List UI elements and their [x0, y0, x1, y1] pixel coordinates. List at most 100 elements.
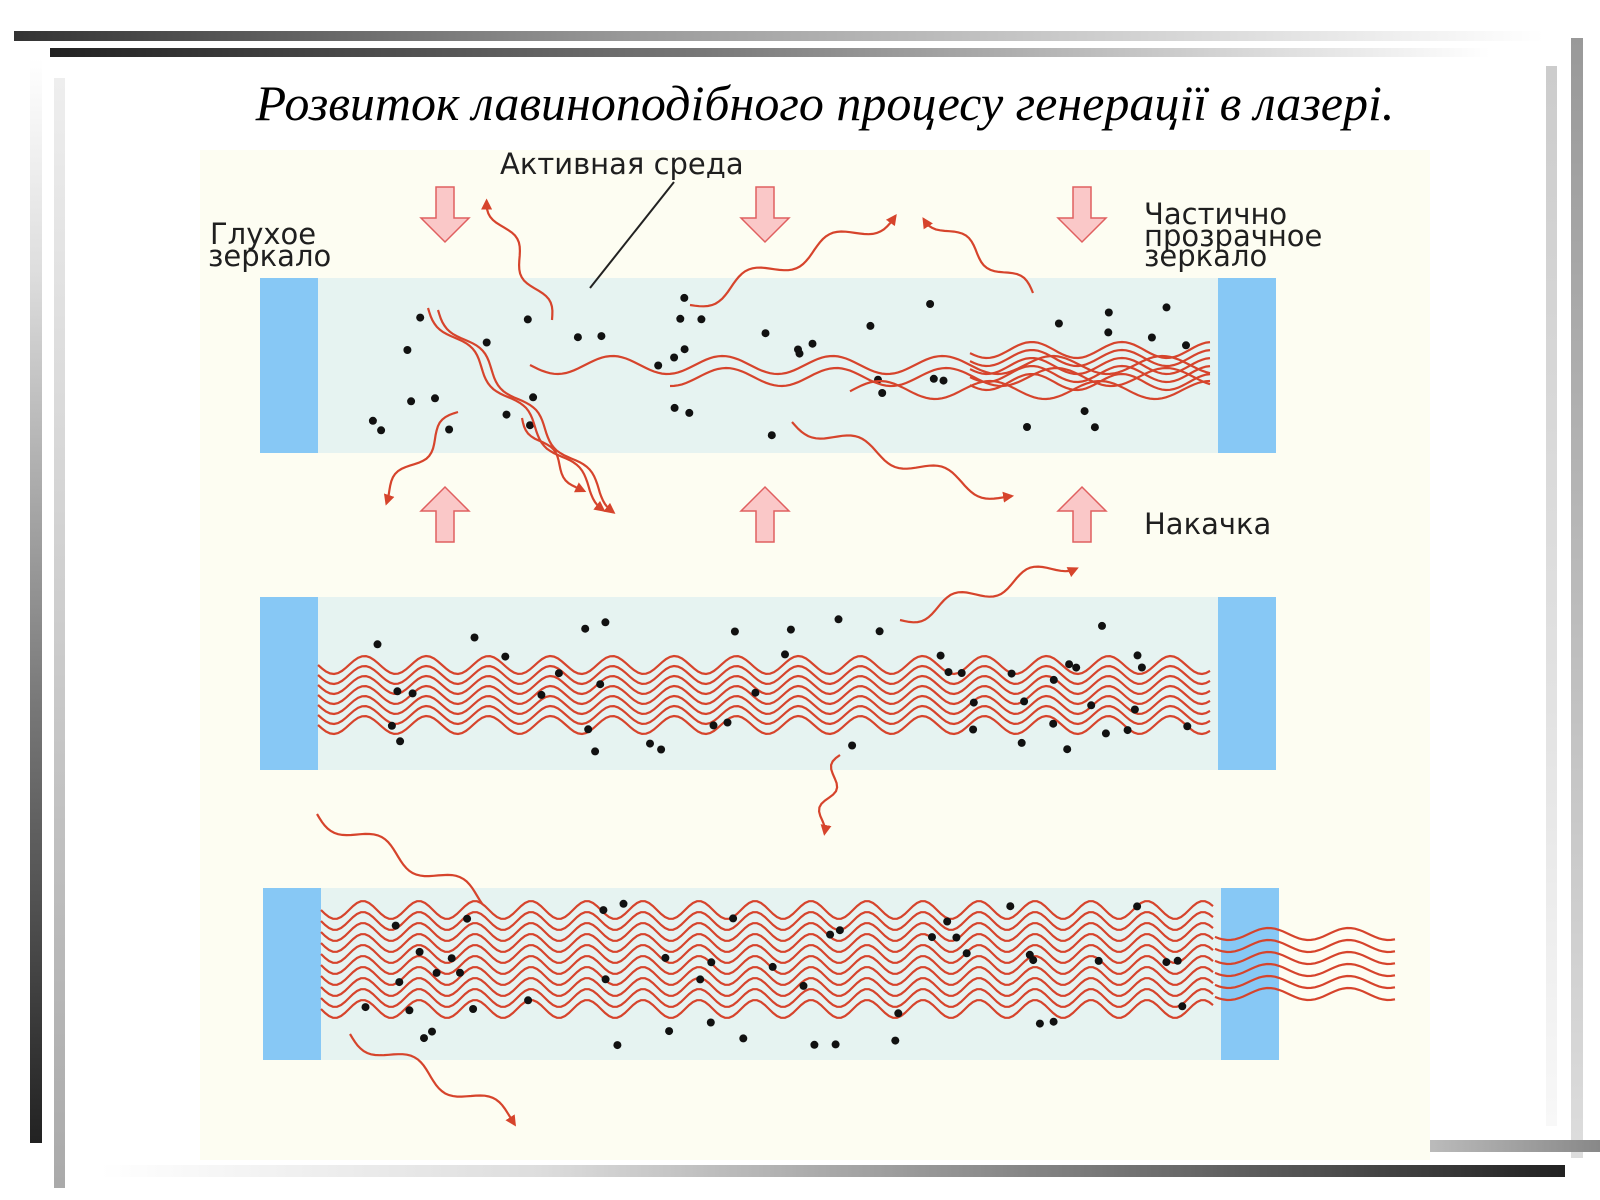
photon-wave-icon — [320, 922, 1214, 942]
photon-wave-icon — [1214, 974, 1396, 990]
atom-dot-icon — [1130, 705, 1139, 714]
photon-wave-icon — [817, 754, 841, 836]
atom-dot-icon — [601, 618, 610, 627]
photon-wave-icon — [320, 944, 1214, 964]
decor-bar-right-inner — [1546, 66, 1557, 1126]
photon-wave-icon — [320, 999, 1214, 1019]
atom-dot-icon — [428, 1027, 436, 1036]
atom-dot-icon — [601, 975, 610, 984]
atom-dot-icon — [1072, 663, 1081, 672]
atom-dot-icon — [1049, 675, 1058, 684]
atom-dot-icon — [1087, 701, 1096, 710]
decor-bar-bottom-right — [1430, 1140, 1600, 1152]
atom-dot-icon — [445, 425, 454, 434]
atom-dot-icon — [537, 690, 546, 699]
atom-dot-icon — [696, 975, 705, 984]
atom-dot-icon — [751, 688, 760, 697]
pump-arrow-icon — [739, 186, 791, 244]
atom-dot-icon — [962, 949, 971, 958]
photon-wave-icon — [520, 417, 587, 493]
atom-dot-icon — [1133, 902, 1142, 911]
label-pump: Накачка — [1144, 507, 1271, 541]
photon-wave-icon — [899, 565, 1079, 624]
atom-dot-icon — [524, 996, 533, 1005]
atom-dot-icon — [1094, 956, 1103, 965]
active-medium-pointer — [589, 181, 675, 289]
atom-dot-icon — [581, 624, 590, 633]
atom-dot-icon — [723, 718, 732, 727]
atom-dot-icon — [469, 1005, 478, 1013]
photon-wave-icon — [383, 410, 459, 506]
output-mirror — [1218, 278, 1276, 453]
photon-wave-icon — [320, 955, 1214, 975]
atom-dot-icon — [680, 293, 689, 302]
atom-dot-icon — [591, 747, 600, 756]
atom-dot-icon — [799, 981, 808, 990]
decor-bar-top-outer — [14, 31, 1544, 41]
atom-dot-icon — [1123, 726, 1132, 735]
pump-arrow-icon — [739, 485, 791, 543]
atom-dot-icon — [1178, 1002, 1187, 1011]
photon-wave-icon — [689, 214, 897, 308]
atom-dot-icon — [767, 431, 776, 440]
atom-dot-icon — [393, 687, 402, 696]
atom-dot-icon — [599, 906, 608, 915]
atom-dot-icon — [1133, 651, 1142, 660]
atom-dot-icon — [1007, 669, 1016, 678]
photon-wave-icon — [426, 307, 606, 512]
atom-dot-icon — [523, 315, 532, 324]
atom-dot-icon — [730, 627, 739, 636]
atom-dot-icon — [1017, 738, 1026, 747]
atom-dot-icon — [420, 1034, 428, 1043]
photon-wave-icon — [320, 900, 1214, 920]
photon-wave-icon — [669, 366, 1211, 388]
atom-dot-icon — [396, 737, 405, 746]
photon-wave-icon — [317, 714, 1211, 736]
atom-dot-icon — [657, 745, 666, 754]
photon-wave-icon — [922, 217, 1035, 294]
atom-dot-icon — [781, 650, 789, 659]
atom-dot-icon — [646, 739, 654, 748]
atom-dot-icon — [826, 930, 835, 939]
atom-dot-icon — [680, 345, 689, 354]
atom-dot-icon — [944, 668, 953, 677]
atom-dot-icon — [1183, 722, 1192, 731]
atom-dot-icon — [470, 633, 479, 642]
atom-dot-icon — [929, 374, 938, 383]
atom-dot-icon — [447, 954, 456, 963]
rear-mirror — [260, 597, 318, 770]
atom-dot-icon — [768, 962, 777, 971]
photon-wave-icon — [320, 911, 1214, 931]
slide-title: Розвиток лавиноподібного процесу генерац… — [255, 75, 1395, 131]
atom-dot-icon — [1101, 729, 1110, 738]
atom-dot-icon — [670, 353, 679, 362]
laser-diagram-svg: Активная среда Глухое зеркало Частично п… — [208, 147, 1396, 1127]
decor-bar-top-inner — [50, 48, 1490, 57]
atom-dot-icon — [831, 1040, 840, 1049]
atom-dot-icon — [416, 313, 425, 322]
photon-wave-icon — [317, 694, 1211, 716]
atom-dot-icon — [1025, 950, 1034, 959]
atom-dot-icon — [361, 1003, 370, 1012]
atom-dot-icon — [808, 339, 817, 348]
atom-dot-icon — [654, 361, 663, 370]
atom-dot-icon — [1054, 319, 1063, 328]
photon-wave-icon — [317, 684, 1211, 706]
photon-wave-icon — [969, 340, 1211, 360]
pump-arrow-icon — [419, 485, 471, 543]
atom-dot-icon — [573, 333, 582, 342]
atom-dot-icon — [1080, 407, 1089, 416]
atom-dot-icon — [926, 300, 935, 308]
atom-dot-icon — [1063, 745, 1072, 754]
photon-wave-icon — [317, 704, 1211, 726]
atom-dot-icon — [969, 698, 978, 707]
stage-output — [263, 813, 1396, 1127]
atom-dot-icon — [939, 376, 948, 385]
atom-dot-icon — [835, 926, 844, 935]
atom-dot-icon — [554, 669, 563, 678]
atom-dot-icon — [1104, 308, 1113, 317]
label-active-medium: Активная среда — [500, 150, 744, 181]
atom-dot-icon — [969, 725, 978, 734]
atom-dot-icon — [1182, 341, 1190, 350]
atom-dot-icon — [368, 416, 377, 425]
